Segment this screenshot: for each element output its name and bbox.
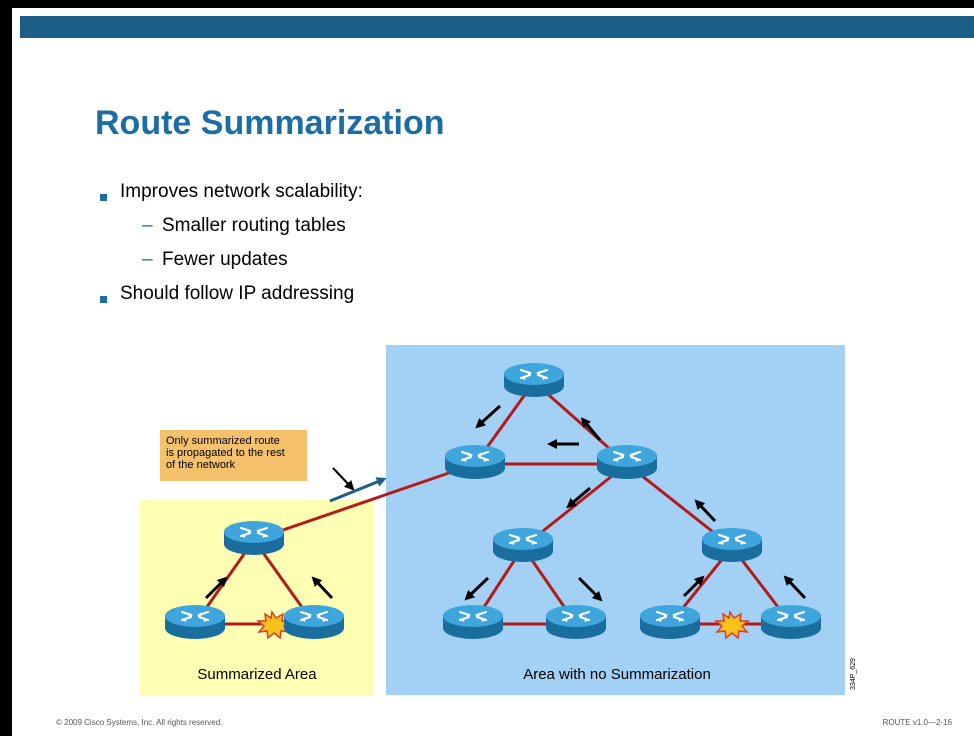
callout-text-line-1: Only summarized route xyxy=(166,435,280,447)
starburst-icon xyxy=(713,610,751,640)
cisco-router-icon xyxy=(222,519,286,557)
cisco-router-icon xyxy=(638,603,702,641)
cisco-router-icon xyxy=(163,603,227,641)
callout-text-line-3: of the network xyxy=(166,459,236,471)
cisco-router-icon xyxy=(544,603,608,641)
bullet-1: Improves network scalability: xyxy=(120,181,363,202)
no-summarization-area xyxy=(386,345,845,695)
summary-route-arrow xyxy=(329,477,387,503)
update-arrows xyxy=(204,404,807,602)
sub-bullet-marker: – xyxy=(142,249,153,270)
bullet-marker xyxy=(100,296,107,303)
starburst-icon xyxy=(255,610,293,640)
cisco-router-icon xyxy=(443,443,507,481)
course-page-footer: ROUTE v1.0—2-16 xyxy=(882,718,952,727)
callout-text-line-2: is propagated to the rest xyxy=(166,447,285,459)
sub-bullet-1: Smaller routing tables xyxy=(162,215,346,236)
sub-bullet-marker: – xyxy=(142,215,153,236)
summarized-area-label: Summarized Area xyxy=(197,666,317,683)
copyright-footer: © 2009 Cisco Systems, Inc. All rights re… xyxy=(56,718,223,727)
slide: Route Summarization Improves network sca… xyxy=(12,8,974,736)
cisco-router-icon xyxy=(282,603,346,641)
cisco-router-icon xyxy=(491,526,555,564)
callout-box xyxy=(160,430,307,481)
slide-title: Route Summarization xyxy=(95,104,445,142)
cisco-router-icon xyxy=(595,443,659,481)
cisco-router-icon xyxy=(759,603,823,641)
figure-id: 334P_629 xyxy=(850,658,857,690)
cisco-router-icon xyxy=(502,361,566,399)
sub-bullet-2: Fewer updates xyxy=(162,249,288,270)
bullet-2: Should follow IP addressing xyxy=(120,283,355,304)
cisco-router-icon xyxy=(700,526,764,564)
callout-pointer-arrow xyxy=(332,467,355,491)
bullet-marker xyxy=(100,194,107,201)
cisco-router-icon xyxy=(441,603,505,641)
no-summarization-label: Area with no Summarization xyxy=(523,666,711,683)
network-diagram: Only summarized route is propagated to t… xyxy=(140,345,857,695)
header-bar xyxy=(20,16,974,38)
